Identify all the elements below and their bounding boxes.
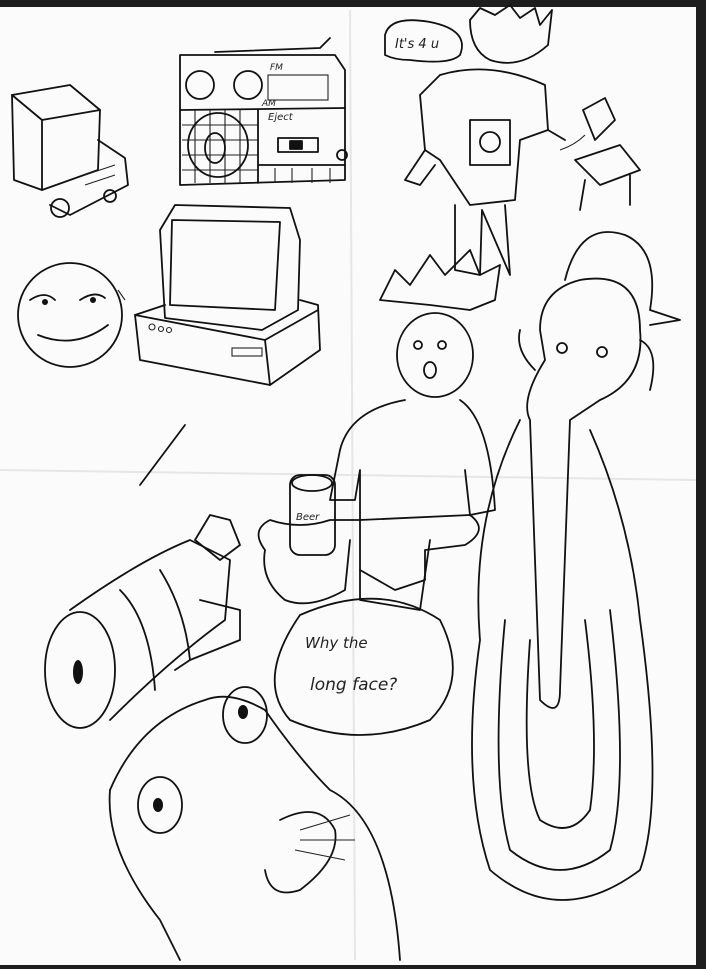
speech-bubble-top — [384, 19, 463, 63]
paper-sheet — [0, 7, 696, 965]
speech-text-line1: Why the — [305, 634, 368, 652]
truck-drawing — [11, 84, 129, 218]
retro-computer-drawing — [134, 204, 321, 386]
speech-bubble-bottom: Why the long face? — [273, 597, 454, 736]
fm-label: FM — [270, 63, 283, 73]
boy-with-phone-drawing: It's 4 u — [384, 4, 641, 276]
speech-text-top: It's 4 u — [395, 37, 439, 52]
boombox-drawing: FM AM Eject — [179, 37, 348, 186]
speech-text-line2: long face? — [310, 675, 397, 695]
eject-label: Eject — [268, 112, 294, 123]
boy-with-can-drawing: Beer — [257, 249, 501, 611]
am-label: AM — [261, 99, 276, 109]
long-face-creature-drawing — [108, 686, 401, 961]
paperclip-drawing — [471, 231, 681, 901]
pencil-stroke — [139, 424, 186, 486]
can-label: Beer — [296, 512, 320, 523]
smirking-face-drawing — [17, 262, 126, 368]
telescope-drawing — [44, 514, 241, 729]
